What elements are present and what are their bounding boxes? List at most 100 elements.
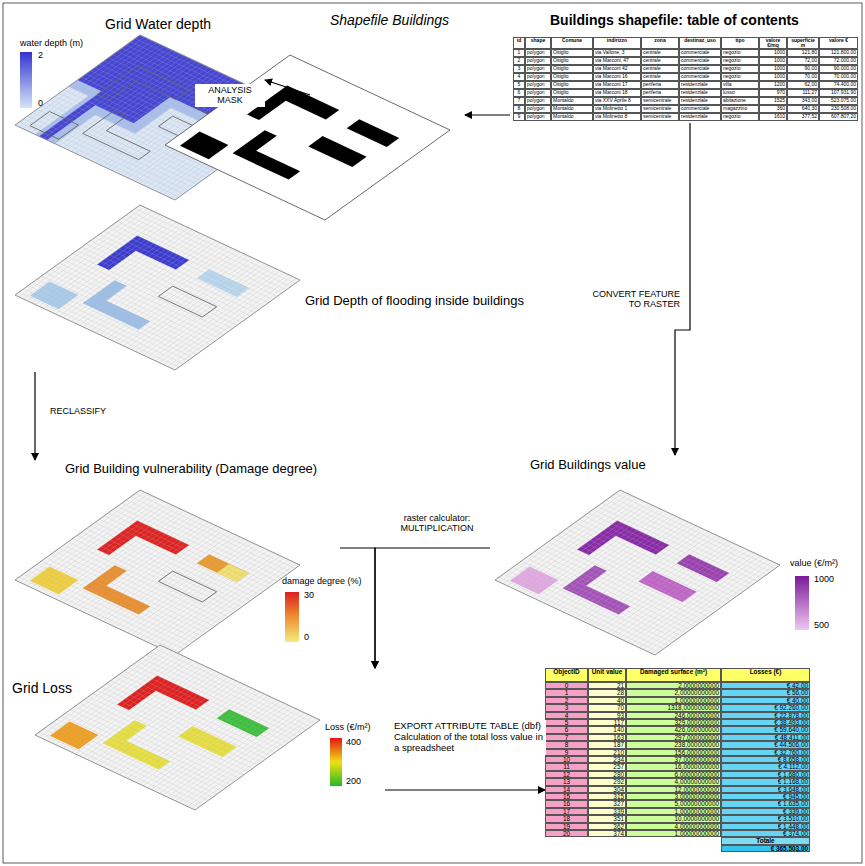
table-cell: 5,00000000000 <box>626 800 721 807</box>
table-cell: 246,000000000 <box>626 712 721 719</box>
table-cell: 72,00 <box>787 57 819 65</box>
table-cell: polygon <box>525 57 551 65</box>
table-cell: 1525 <box>759 97 787 105</box>
table-cell: € 44.506,00 <box>721 741 810 748</box>
legend-label: 2 <box>38 50 43 60</box>
table-cell: 12 <box>545 771 588 778</box>
flow-arrow <box>385 789 545 790</box>
table-cell: Ottiglio <box>551 73 593 81</box>
table-cell: 1318,0000000000 <box>626 704 721 711</box>
table-cell: 6 <box>545 726 588 733</box>
table-cell: abitazione <box>721 97 759 105</box>
table-cell: € 56,00 <box>721 689 810 696</box>
table-cell: 8 <box>545 741 588 748</box>
table-cell: € 8.658,00 <box>721 756 810 763</box>
table-cell: 5 <box>513 81 525 89</box>
table-cell: semicentrale <box>641 113 679 121</box>
table-cell: commerciale <box>679 73 721 81</box>
table-cell: 4 <box>545 712 588 719</box>
layer-title: Grid Buildings value <box>530 458 646 473</box>
table-cell: 163 <box>588 734 626 741</box>
vulnerability-grid <box>15 490 300 655</box>
legend-label: 1000 <box>814 574 834 584</box>
water-legend-bar <box>20 52 32 108</box>
loss-table: ObjectIDUnit valueDamaged surface (m²)Lo… <box>545 668 810 858</box>
table-cell: € 1.168,00 <box>721 778 810 785</box>
table-header-cell: zona <box>641 37 679 49</box>
grid-layer: Grid Depth of flooding inside buildings <box>10 230 528 372</box>
table-cell: periferia <box>641 81 679 89</box>
legend-label: 30 <box>304 590 314 600</box>
table-cell: 72.000,00 <box>819 57 858 65</box>
table-cell: 230.508,00 <box>819 105 858 113</box>
table-cell: 640,30 <box>787 105 819 113</box>
layer-title: Buildings shapefile: table of contents <box>550 12 799 28</box>
table-cell: lusso <box>721 89 759 97</box>
table-cell: € 339,00 <box>721 808 810 815</box>
table-cell: 111,27 <box>787 89 819 97</box>
table-cell: € 374,00 <box>721 830 810 837</box>
table-cell: magazzino <box>721 105 759 113</box>
legend-label: damage degree (%) <box>282 576 362 586</box>
table-cell: 117 <box>588 719 626 726</box>
table-cell: 13 <box>545 778 588 785</box>
flow-arrow <box>465 114 510 115</box>
table-cell: 1000 <box>759 57 787 65</box>
table-cell: Montaldo <box>551 113 593 121</box>
table-cell: 90.000,00 <box>819 65 858 73</box>
legend-label: Loss (€/m²) <box>325 722 371 732</box>
table-cell: 156,000000000 <box>626 749 721 756</box>
table-cell: 1 <box>545 689 588 696</box>
table-cell: 3 <box>513 65 525 73</box>
frame <box>3 3 862 863</box>
table-cell: € 1.448,00 <box>721 823 810 830</box>
table-cell: via Molinetto 8 <box>593 113 641 121</box>
flood-depth-grid <box>15 205 300 370</box>
table-cell: negozio <box>721 65 759 73</box>
table-cell: via Marconi 42 <box>593 65 641 73</box>
grid-layer: Shapefile Buildings <box>310 8 465 223</box>
table-cell: 280 <box>588 771 626 778</box>
table-cell: 4,00000000000 <box>626 778 721 785</box>
table-cell: 351 <box>588 815 626 822</box>
table-header-cell: indirizzo <box>593 37 641 49</box>
table-cell: periferia <box>641 89 679 97</box>
table-cell: 234 <box>588 756 626 763</box>
table-cell: 210 <box>588 749 626 756</box>
edge-label: raster calculator: MULTIPLICATION <box>385 512 489 535</box>
table-cell: 426,000000000 <box>626 726 721 733</box>
table-cell: Montaldo <box>551 105 593 113</box>
table-total-cell: € 365.503,00 <box>721 845 810 852</box>
table-cell: 6,00000000000 <box>626 771 721 778</box>
table-header-cell: Losses (€) <box>721 668 810 682</box>
table-cell: 20 <box>545 830 588 837</box>
table-header-cell: tipo <box>721 37 759 49</box>
table-cell: centrale <box>641 49 679 57</box>
table-cell: 607.807,20 <box>819 113 858 121</box>
table-cell: 374 <box>588 830 626 837</box>
table-cell: 360 <box>759 105 787 113</box>
table-cell: 377,52 <box>787 113 819 121</box>
table-cell: 16 <box>545 800 588 807</box>
table-cell: 3,00000000000 <box>626 793 721 800</box>
loss-legend-bar <box>330 738 342 786</box>
table-cell: via Marconi 16 <box>593 73 641 81</box>
table-cell: polygon <box>525 105 551 113</box>
table-cell: Ottiglio <box>551 65 593 73</box>
table-cell: 7 <box>513 97 525 105</box>
table-cell: 121.800,00 <box>819 49 858 57</box>
table-cell: 14 <box>545 786 588 793</box>
table-cell: Ottiglio <box>551 57 593 65</box>
table-cell: via Marconi, 47 <box>593 57 641 65</box>
table-cell: 40 <box>588 697 626 704</box>
table-cell: via Molinetto 1 <box>593 105 641 113</box>
table-cell: 140 <box>588 726 626 733</box>
legend-label: 500 <box>814 620 829 630</box>
table-cell: 257 <box>588 763 626 770</box>
layer-title: Shapefile Buildings <box>330 12 449 28</box>
value-legend-bar <box>795 576 809 630</box>
table-cell: 12,0000000000 <box>626 786 721 793</box>
table-cell: € 1.680,00 <box>721 771 810 778</box>
table-cell: 15 <box>545 793 588 800</box>
